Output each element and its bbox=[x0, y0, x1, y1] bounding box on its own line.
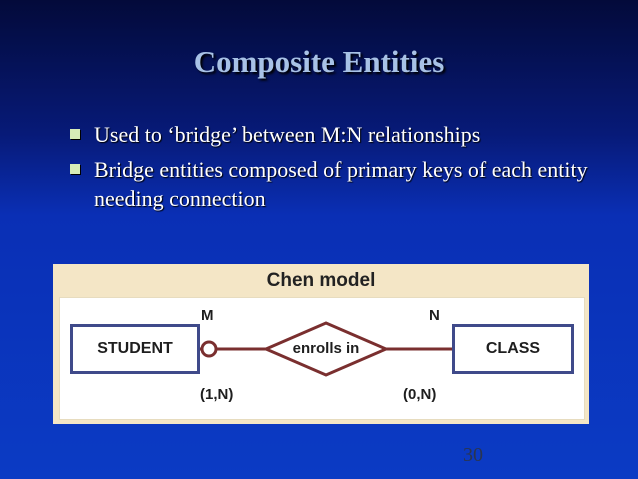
page-number: 30 bbox=[463, 444, 483, 466]
diagram-connectors bbox=[200, 321, 452, 377]
square-bullet-icon bbox=[70, 129, 80, 139]
slide-title: Composite Entities bbox=[193, 44, 445, 79]
entity-class: CLASS bbox=[452, 324, 574, 374]
bullet-item: Used to ‘bridge’ between M:N relationshi… bbox=[70, 120, 620, 149]
square-bullet-icon bbox=[70, 164, 80, 174]
relationship-label: enrolls in bbox=[292, 340, 360, 357]
bullet-text: Used to ‘bridge’ between M:N relationshi… bbox=[94, 122, 481, 147]
cardinality-m-label: M bbox=[201, 307, 214, 324]
chen-model-figure: Chen model STUDENT CLASS enrolls in M N … bbox=[53, 264, 589, 424]
cardinality-right-label: (0,N) bbox=[403, 386, 437, 403]
optional-circle-icon bbox=[200, 340, 218, 358]
bullet-text: Bridge entities composed of primary keys… bbox=[94, 157, 588, 211]
figure-title: Chen model bbox=[266, 270, 376, 291]
bullet-list: Used to ‘bridge’ between M:N relationshi… bbox=[70, 120, 620, 219]
cardinality-left-label: (1,N) bbox=[200, 386, 234, 403]
cardinality-n-label: N bbox=[429, 307, 440, 324]
entity-student: STUDENT bbox=[70, 324, 200, 374]
bullet-item: Bridge entities composed of primary keys… bbox=[70, 155, 620, 213]
diagram-area: STUDENT CLASS enrolls in M N (1,N) (0,N) bbox=[59, 297, 585, 420]
